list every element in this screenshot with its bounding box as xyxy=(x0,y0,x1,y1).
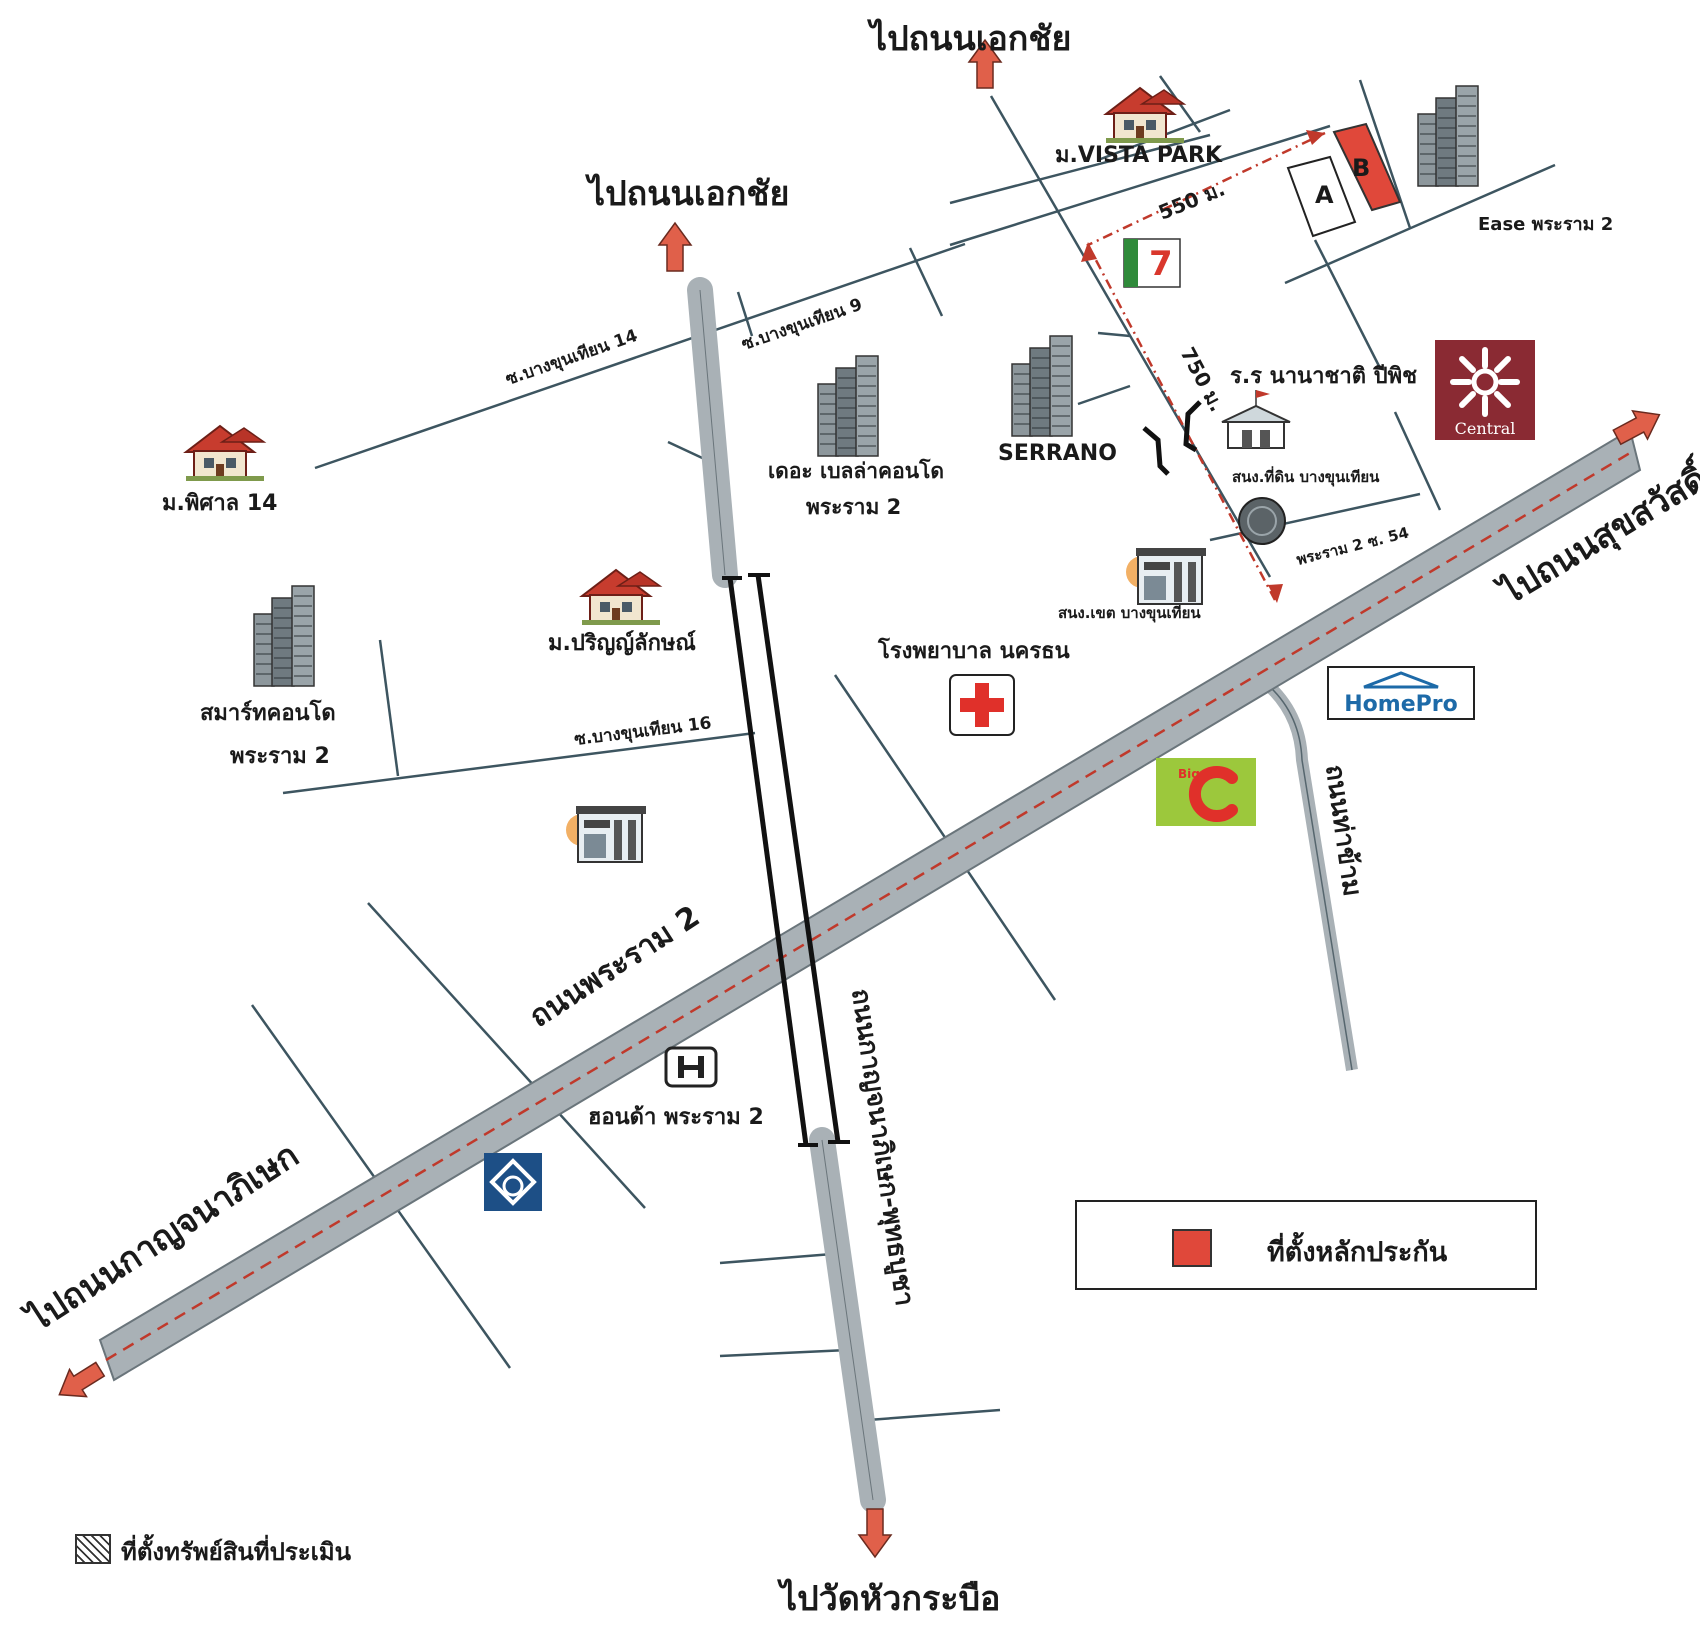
school-icon xyxy=(1221,390,1291,449)
place-vista-park: ม.VISTA PARK xyxy=(1055,143,1223,168)
homepro-logo-text: HomePro xyxy=(1344,692,1457,717)
land-office-icon xyxy=(1238,497,1286,545)
plot-b: B xyxy=(1332,122,1402,212)
tower-icon xyxy=(1417,85,1479,187)
street-central-side xyxy=(1313,239,1382,369)
street-south-3 xyxy=(867,1408,1001,1422)
street-soi14-soi9 xyxy=(314,242,966,470)
hospital-icon xyxy=(949,674,1015,736)
tower-icon xyxy=(817,355,879,457)
street-south-1 xyxy=(719,1251,846,1265)
distance-path xyxy=(1081,130,1326,603)
road-label-soi9: ซ.บางขุนเทียน 9 xyxy=(739,294,865,355)
house-icon xyxy=(1105,87,1185,144)
legend-collateral-label: ที่ตั้งหลักประกัน xyxy=(1267,1237,1448,1268)
street-ease xyxy=(1284,163,1556,285)
plot-a: A xyxy=(1286,155,1357,238)
street-southwest-1 xyxy=(367,902,646,1209)
central-logo-text: Central xyxy=(1455,419,1516,438)
street-soi16 xyxy=(282,731,756,795)
street-north-link xyxy=(989,95,1272,578)
distance-750: 750 ม. xyxy=(1176,343,1230,416)
street-soi9-cross xyxy=(908,247,944,317)
street-soi9-tick xyxy=(736,291,754,337)
legend-appraised-swatch xyxy=(75,1534,111,1564)
street-soi54-end xyxy=(1393,411,1442,511)
dir-north-right: ไปถนนเอกชัย xyxy=(867,18,1071,59)
street-serrano-top xyxy=(1097,331,1131,338)
place-ease: Ease พระราม 2 xyxy=(1478,214,1613,235)
homepro-logo: HomePro xyxy=(1327,666,1475,720)
place-honda: ฮอนด้า พระราม 2 xyxy=(588,1105,764,1130)
place-serrano: SERRANO xyxy=(998,441,1117,466)
house-icon xyxy=(185,425,265,482)
place-land-office: สนง.ที่ดิน บางขุนเทียน xyxy=(1232,466,1380,487)
place-phisan: ม.พิศาล 14 xyxy=(162,491,277,516)
central-logo: Central xyxy=(1435,340,1535,440)
distance-550: 550 ม. xyxy=(1155,176,1228,224)
honda-icon xyxy=(664,1046,718,1088)
place-smart-condo: สมาร์ทคอนโด xyxy=(200,699,336,726)
place-school: ร.ร นานาชาติ ปีพิช xyxy=(1230,364,1417,389)
bigc-logo-text: Big C xyxy=(1178,767,1213,781)
place-bella-2: พระราม 2 xyxy=(806,495,901,519)
tower-icon xyxy=(253,585,315,687)
seven-eleven-icon: 7 xyxy=(1123,238,1181,288)
street-smart-cross xyxy=(378,639,400,777)
street-south-2 xyxy=(719,1348,849,1358)
dir-south: ไปวัดหัวกระบือ xyxy=(777,1578,1000,1619)
place-bella: เดอะ เบลล่าคอนโด xyxy=(768,458,944,483)
street-ease-side xyxy=(1358,79,1412,229)
dir-north-left: ไปถนนเอกชัย xyxy=(585,173,789,214)
plot-b-label: B xyxy=(1352,154,1370,182)
tower-icon xyxy=(1011,335,1073,437)
street-serrano xyxy=(1077,384,1131,406)
legend-collateral: ที่ตั้งหลักประกัน xyxy=(1075,1200,1537,1290)
school-gate xyxy=(1142,400,1202,476)
place-hospital: โรงพยาบาล นครธน xyxy=(877,637,1070,664)
bigc-logo: Big C xyxy=(1156,758,1256,826)
plot-a-label: A xyxy=(1315,181,1334,209)
office-icon xyxy=(565,805,647,863)
street-vista-top xyxy=(949,124,1331,247)
road-label-soi16: ซ.บางขุนเทียน 16 xyxy=(573,712,713,750)
bank-icon xyxy=(484,1153,542,1211)
seven-eleven-label: 7 xyxy=(1149,244,1173,284)
legend-appraised-label: ที่ตั้งทรัพย์สินที่ประเมิน xyxy=(121,1538,352,1566)
place-smart-condo-2: พระราม 2 xyxy=(230,744,330,769)
office-icon xyxy=(1125,547,1207,605)
rama2-road xyxy=(98,428,1642,1382)
place-parinyalak: ม.ปริญญ์ลักษณ์ xyxy=(548,630,696,656)
house-icon xyxy=(581,569,661,626)
road-label-rama2-soi54: พระราม 2 ซ. 54 xyxy=(1295,524,1411,569)
place-district-office: สนง.เขต บางขุนเทียน xyxy=(1058,604,1201,623)
street-vista xyxy=(949,133,1211,205)
kanchana-road xyxy=(687,277,886,1513)
road-label-kanchana: ถนนกาญจนาภิเษก-พุทธบูชา xyxy=(844,987,919,1308)
legend-collateral-swatch xyxy=(1172,1229,1212,1267)
